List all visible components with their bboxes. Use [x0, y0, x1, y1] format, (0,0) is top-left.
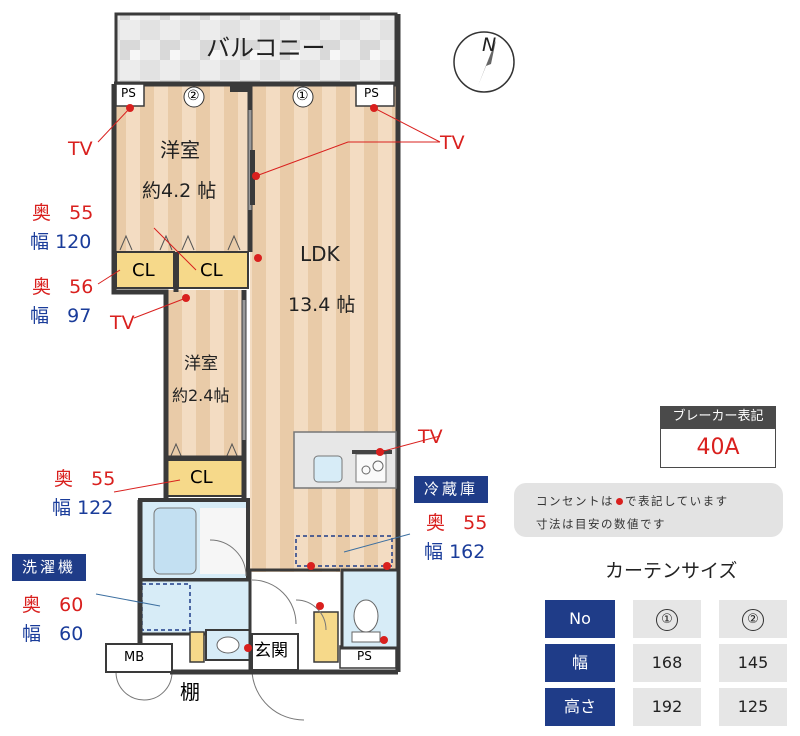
tv-label-western-1: TV — [68, 138, 93, 160]
western-room-1-floor — [114, 84, 250, 252]
curtain-row-height-label: 高さ — [545, 688, 615, 726]
cl-lower-width: 幅 122 — [52, 497, 114, 519]
fridge-tag: 冷蔵庫 — [414, 476, 489, 503]
curtain-header-no: No — [545, 600, 615, 638]
toilet — [353, 599, 379, 633]
window-mark-1-label: ① — [296, 88, 309, 104]
cl-middle-depth: 奥 56 — [32, 276, 94, 298]
ps-label-1: PS — [121, 86, 136, 100]
ps-label-2: PS — [364, 86, 379, 100]
window-mark-1 — [292, 86, 314, 108]
ps-label-3: PS — [357, 649, 372, 663]
curtain-row-width-label: 幅 — [545, 644, 615, 682]
tv-label-western-2: TV — [110, 312, 135, 334]
cl-upper-depth: 奥 55 — [32, 202, 94, 224]
washroom — [138, 578, 252, 636]
balcony-label: バルコニー — [206, 34, 326, 62]
cl-middle-width: 幅 97 — [30, 305, 92, 327]
curtain-header-2: ② — [719, 600, 787, 638]
meter-box-label: MB — [124, 650, 145, 665]
breaker-title: ブレーカー表記 — [660, 406, 776, 428]
note-line-1: コンセントはで表記しています — [536, 494, 729, 508]
cl-lower-depth: 奥 55 — [54, 468, 116, 490]
outlet-dot-icon — [616, 498, 623, 505]
washer-width: 幅 60 — [22, 623, 84, 645]
western-room-1-size: 約4.2 帖 — [142, 180, 217, 202]
curtain-height-2: 125 — [719, 688, 787, 726]
curtain-width-1: 168 — [633, 644, 701, 682]
curtain-height-1: 192 — [633, 688, 701, 726]
closet-1-label: CL — [132, 260, 155, 281]
western-room-1-name: 洋室 — [160, 138, 200, 162]
note-box: コンセントはで表記しています 寸法は目安の数値です — [514, 483, 783, 537]
meter-box — [105, 643, 173, 673]
western-room-2-floor — [166, 290, 244, 458]
window-mark-2-label: ② — [187, 88, 200, 104]
bathtub — [153, 507, 197, 575]
curtain-header-1: ① — [633, 600, 701, 638]
tv-label-ldk: TV — [440, 132, 465, 154]
washbasin — [216, 636, 240, 654]
note-line-2: 寸法は目安の数値です — [536, 517, 666, 531]
washer-tag: 洗濯機 — [12, 554, 87, 581]
ldk-floor — [250, 84, 398, 572]
western-room-2-size: 約2.4帖 — [172, 386, 230, 405]
compass-north-label: N — [482, 34, 497, 56]
ldk-name: LDK — [300, 242, 340, 266]
ldk-size: 13.4 帖 — [288, 294, 356, 316]
entrance-label: 玄関 — [254, 641, 288, 661]
compass-icon — [453, 31, 515, 93]
balcony — [114, 12, 398, 86]
closet-2 — [177, 251, 249, 289]
closet-3-label: CL — [190, 467, 213, 488]
washer-depth: 奥 60 — [22, 594, 84, 616]
kitchen-sink — [313, 455, 343, 483]
cl-upper-width: 幅 120 — [30, 231, 92, 253]
closet-3 — [165, 459, 245, 497]
window-mark-2 — [183, 86, 205, 108]
curtain-width-2: 145 — [719, 644, 787, 682]
breaker-value: 40A — [660, 428, 776, 468]
tv-label-kitchen: TV — [418, 426, 443, 448]
shelf-label: 棚 — [180, 680, 200, 704]
entrance-floor — [251, 633, 299, 671]
curtain-title: カーテンサイズ — [605, 560, 738, 582]
stove — [355, 453, 387, 483]
fridge-width: 幅 162 — [424, 541, 486, 563]
western-room-2-name: 洋室 — [184, 354, 218, 374]
fridge-depth: 奥 55 — [426, 512, 488, 534]
closet-2-label: CL — [200, 260, 223, 281]
outlet-dots — [126, 104, 391, 652]
